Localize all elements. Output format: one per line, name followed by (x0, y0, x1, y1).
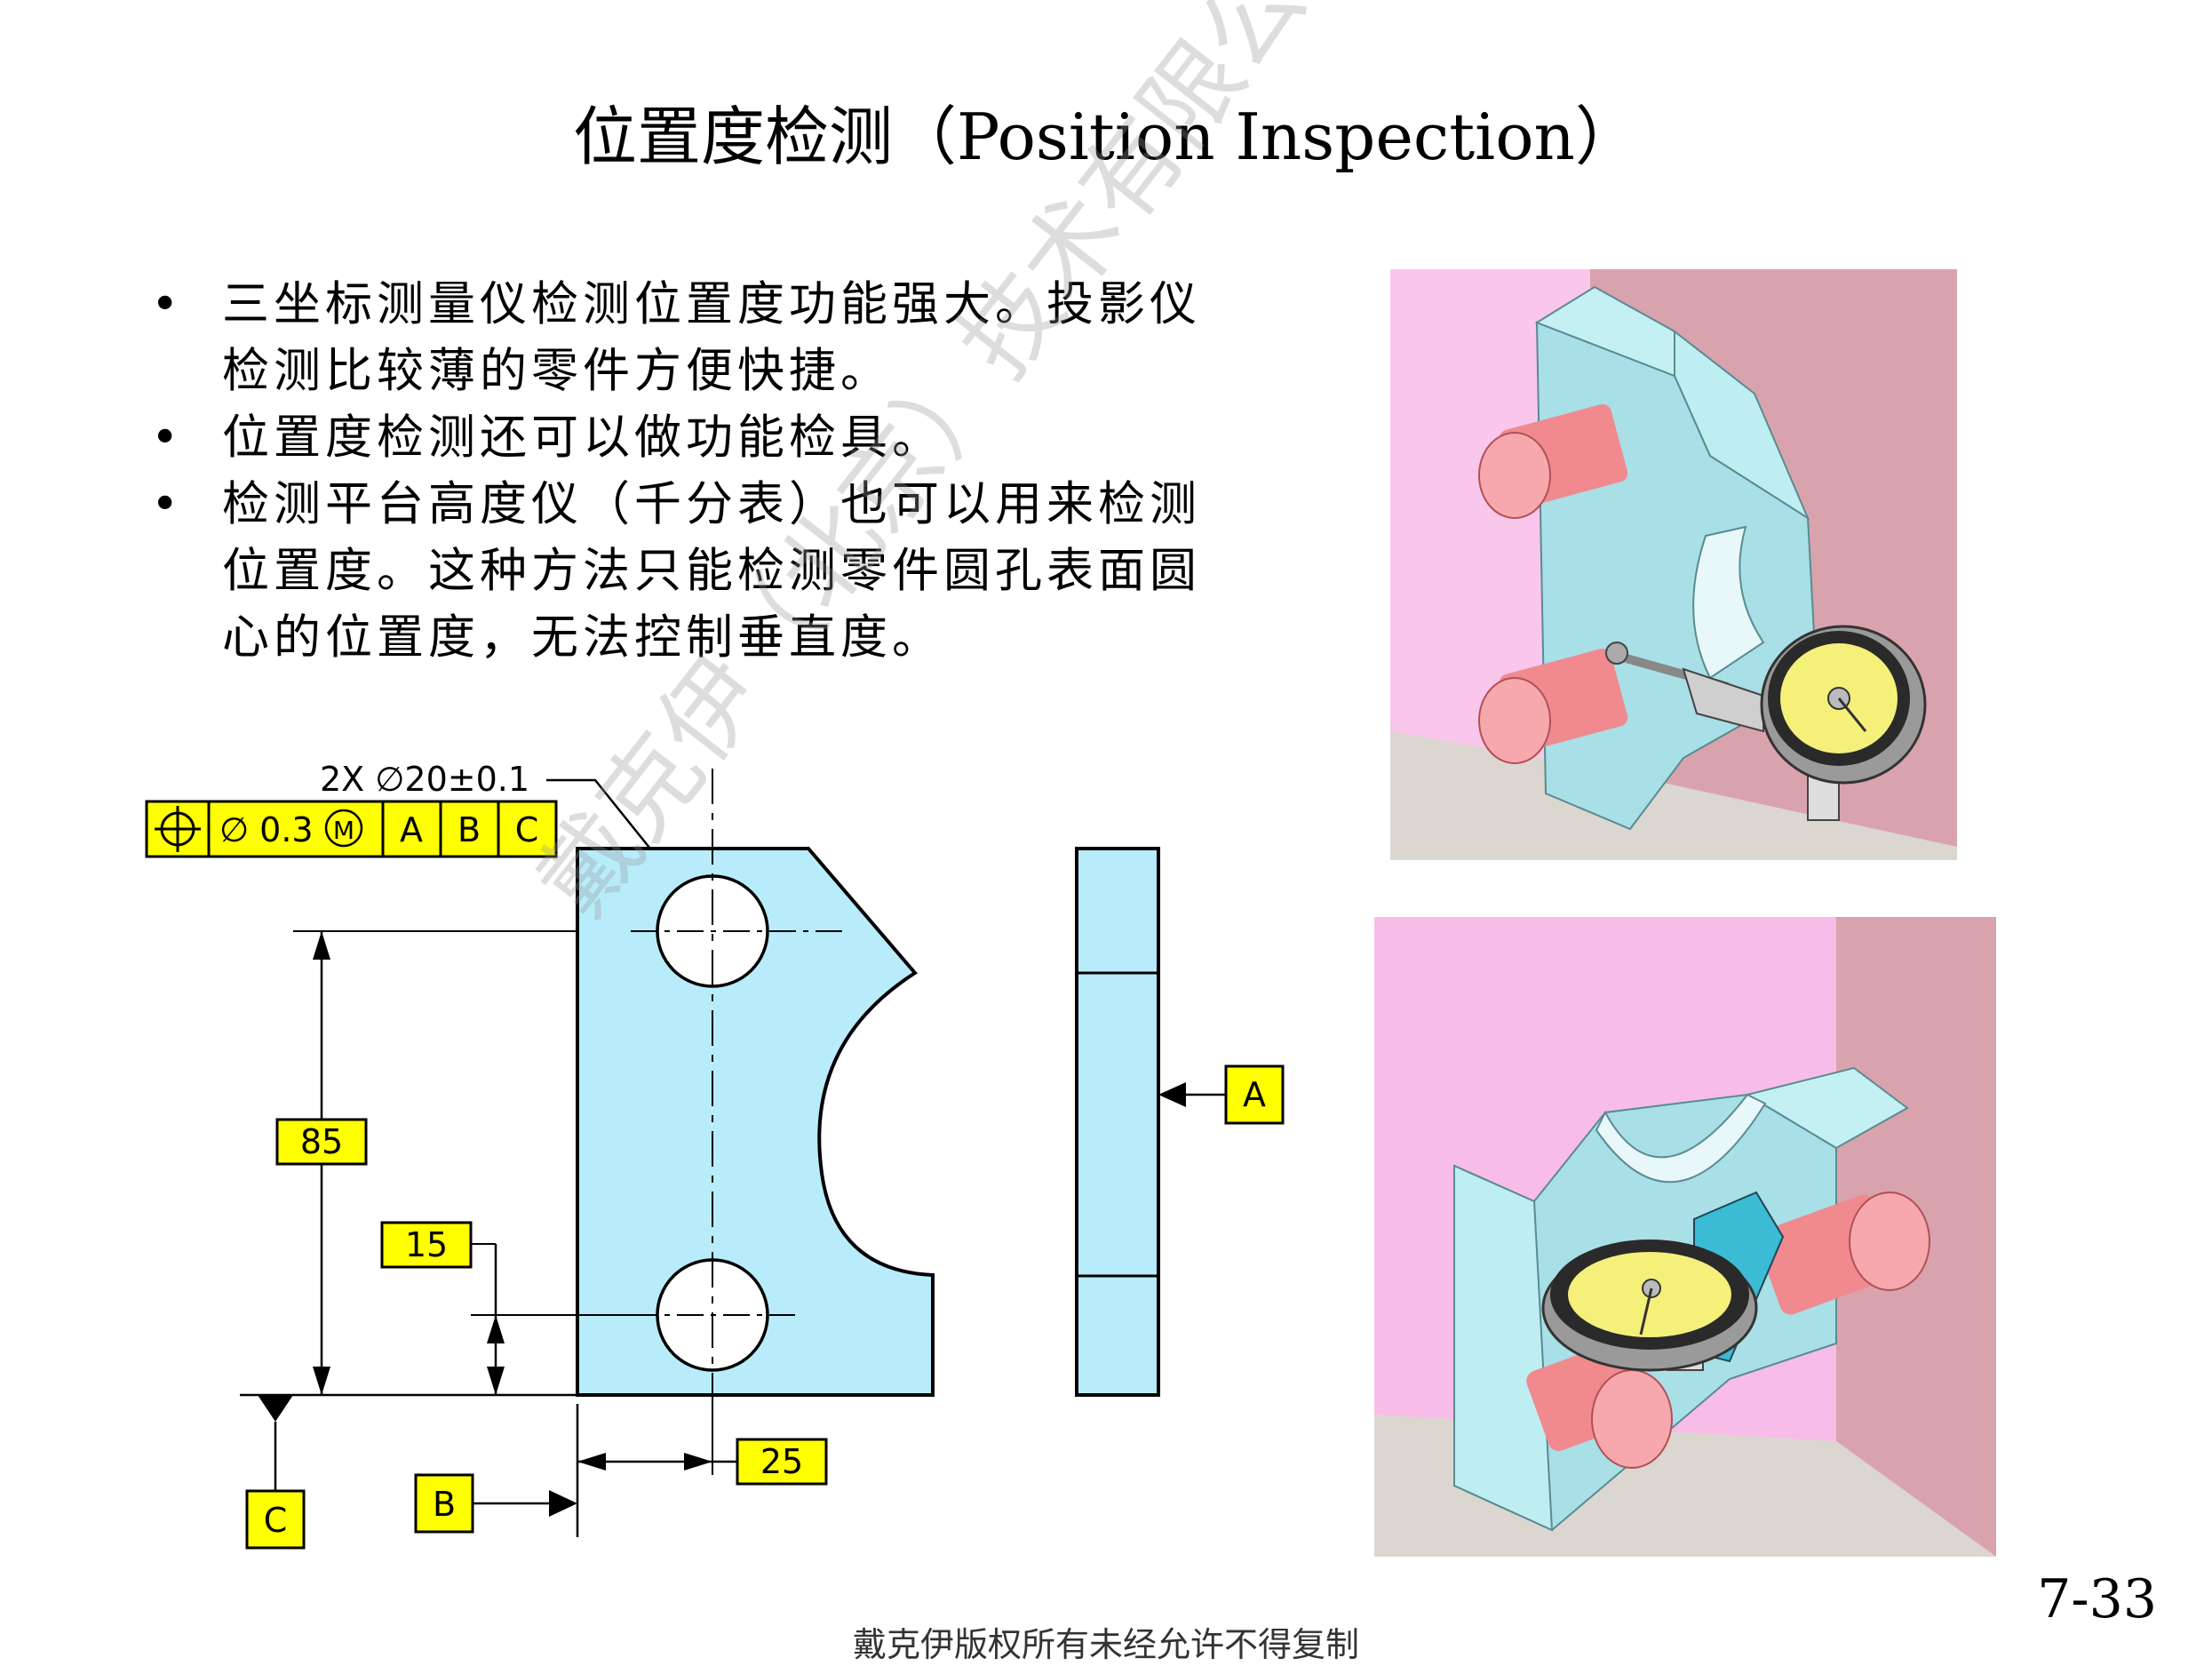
bullet-text: 位置度检测还可以做功能检具。 (222, 411, 943, 465)
datum-a-label: A (1243, 1075, 1266, 1114)
dial-indicator (1541, 1191, 1785, 1372)
datum-c-label: C (264, 1501, 288, 1540)
part-side-view (1075, 847, 1160, 1397)
bullet-item: • 检测平台高度仪（千分表）也可以用来检测位置度。这种方法只能检测零件圆孔表面圆心… (151, 471, 1244, 671)
bullet-marker: • (151, 277, 184, 331)
datum-c-box (245, 1489, 306, 1550)
bullet-item: • 三坐标测量仪检测位置度功能强大。投影仪检测比较薄的零件方便快捷。 (151, 271, 1244, 404)
fcf-modifier: M (333, 816, 354, 845)
bullet-text: 三坐标测量仪检测位置度功能强大。投影仪检测比较薄的零件方便快捷。 (222, 277, 1201, 398)
hole-callout: 2X ∅20±0.1 (320, 760, 529, 799)
dial-indicator (1605, 625, 1927, 821)
dim-25-label: 25 (760, 1442, 803, 1481)
datum-b-triangle (549, 1490, 577, 1517)
bullet-text: 检测平台高度仪（千分表）也可以用来检测位置度。这种方法只能检测零件圆孔表面圆心的… (222, 477, 1201, 665)
dim-25-box (736, 1438, 828, 1486)
bullet-marker: • (151, 477, 184, 531)
page-title: 位置度检测（Position Inspection） (573, 100, 1639, 174)
bullet-item: • 位置度检测还可以做功能检具。 (151, 404, 1244, 471)
fcf-datum-3: C (515, 810, 539, 849)
dim-85-box (275, 1118, 368, 1166)
datum-c-triangle (258, 1395, 293, 1422)
fcf-datum-1: A (400, 810, 423, 849)
copyright-footer: 戴克伊版权所有未经允许不得复制 (852, 1625, 1359, 1664)
callout-leader (546, 778, 676, 881)
page-number: 7-33 (2037, 1568, 2157, 1630)
fcf-datum-2: B (458, 810, 481, 849)
dim-15-box (380, 1221, 473, 1269)
fcf-tolerance: ∅ 0.3 (219, 810, 314, 849)
datum-b-box (414, 1473, 474, 1534)
dim-15-label: 15 (405, 1225, 448, 1264)
datum-b-label: B (433, 1485, 456, 1524)
inspection-image-top (1390, 269, 1957, 860)
feature-control-frame: ∅ 0.3 M A B C (145, 800, 558, 858)
locating-pin-lower (1478, 648, 1628, 764)
inspection-image-bottom (1374, 917, 1996, 1557)
locating-pin-right (1756, 1192, 1930, 1315)
bullet-list: • 三坐标测量仪检测位置度功能强大。投影仪检测比较薄的零件方便快捷。 • 位置度检测… (151, 271, 1244, 671)
part-front-view (576, 847, 935, 1397)
dim-85-label: 85 (300, 1122, 343, 1161)
datum-a-triangle (1158, 1082, 1186, 1107)
locating-pin-upper (1478, 403, 1628, 519)
position-symbol-icon (155, 806, 201, 852)
datum-a-box (1224, 1064, 1285, 1125)
mmc-modifier-icon (324, 809, 363, 848)
bullet-marker: • (151, 411, 184, 465)
engineering-drawing: 2X ∅20±0.1 ∅ 0.3 M A B C A (145, 760, 1285, 1550)
